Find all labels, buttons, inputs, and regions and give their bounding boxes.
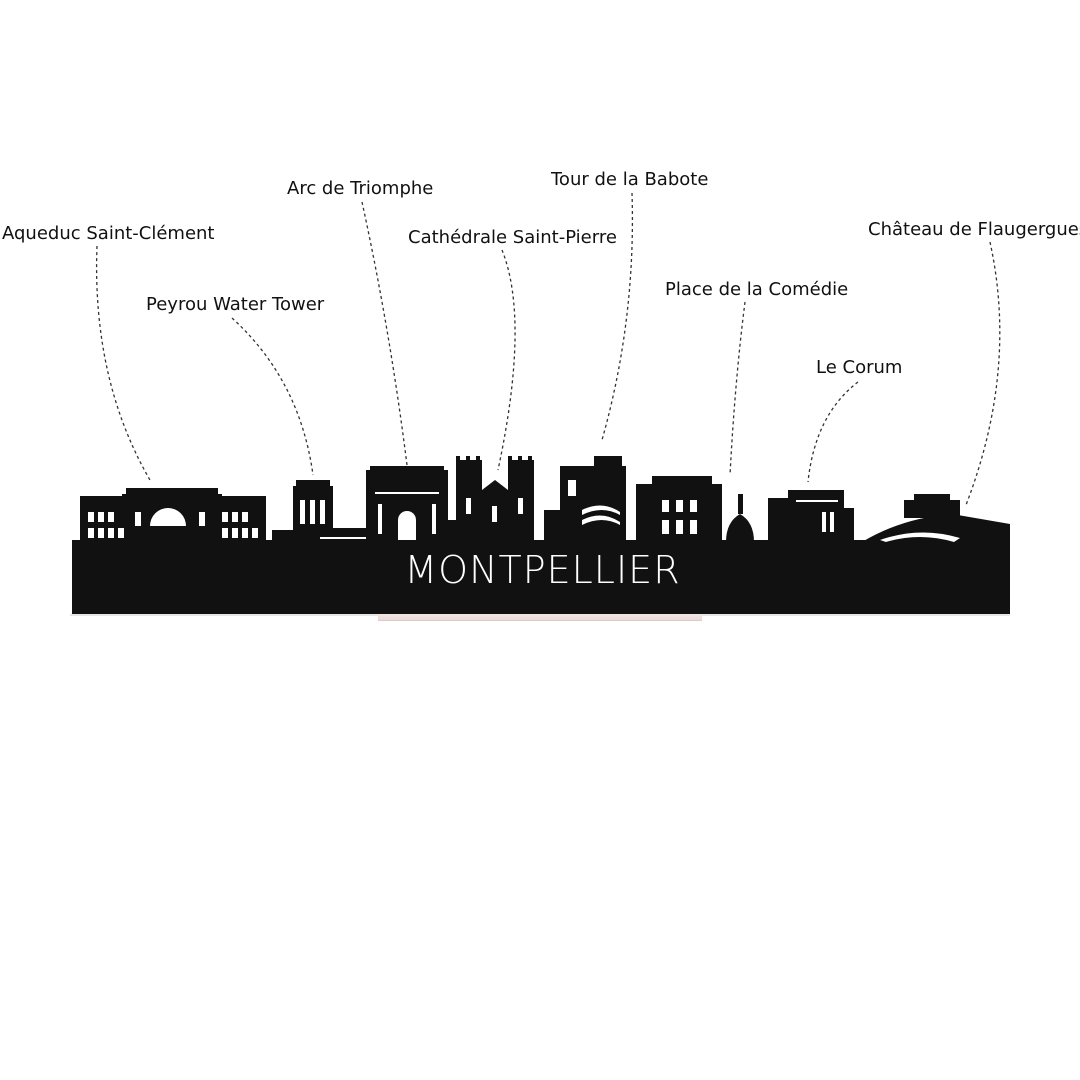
leader-line-corum — [807, 381, 859, 483]
label-peyrou-water-tower: Peyrou Water Tower — [146, 294, 325, 315]
label-chateau-de-flaugergues: Château de Flaugergues — [868, 219, 1080, 240]
label-place-de-la-comedie: Place de la Comédie — [665, 279, 849, 300]
peyrou-openings — [300, 500, 370, 539]
label-aqueduc-saint-clement: Aqueduc Saint-Clément — [2, 223, 215, 244]
leader-line-comedie — [729, 301, 746, 476]
label-tour-de-la-babote: Tour de la Babote — [551, 169, 709, 190]
aqueduc-openings — [88, 508, 258, 538]
comedie-openings — [662, 500, 697, 534]
cathedrale-openings — [466, 498, 523, 522]
arc-openings — [375, 492, 439, 540]
label-le-corum: Le Corum — [816, 357, 903, 378]
leader-line-aqueduc — [95, 245, 151, 481]
skyline-base — [72, 540, 1010, 614]
flaugergues-openings — [880, 532, 960, 542]
stand-base — [378, 614, 702, 621]
leader-line-peyrou — [231, 317, 314, 476]
label-cathedrale-saint-pierre: Cathédrale Saint-Pierre — [408, 227, 617, 248]
corum-openings — [796, 500, 838, 532]
corum-silhouette — [768, 490, 854, 542]
leader-line-cathedrale — [497, 249, 516, 471]
babote-openings — [568, 480, 620, 525]
label-arc-de-triomphe: Arc de Triomphe — [287, 178, 434, 199]
leader-line-babote — [601, 192, 634, 441]
leader-line-arc — [361, 201, 408, 466]
babote-silhouette — [544, 456, 626, 542]
city-name-cutout: MONTPELLIER — [404, 548, 681, 592]
